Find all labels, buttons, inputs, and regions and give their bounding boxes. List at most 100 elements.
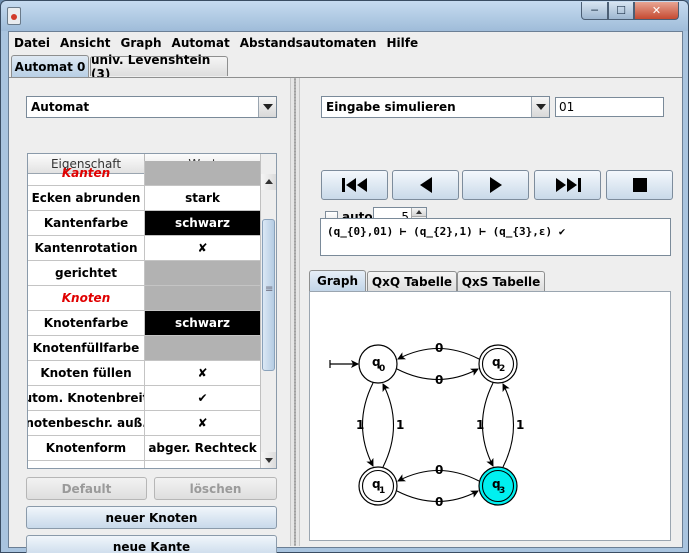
transition-edge[interactable] [397,347,480,360]
transition-edge[interactable] [502,383,515,468]
state-node-q2[interactable]: q2 [478,344,518,384]
property-value[interactable]: ✘ [145,236,261,260]
property-name[interactable]: Knotenfarbe [28,311,145,335]
property-name[interactable]: Kantenrotation [28,236,145,260]
stop-button[interactable] [606,170,673,200]
property-value[interactable]: abger. Rechteck [145,436,261,460]
property-name[interactable]: Knotenform [28,436,145,460]
skip-to-start-icon [341,178,367,192]
chevron-down-icon[interactable] [258,97,276,117]
state-node-q1[interactable]: q1 [358,466,398,506]
tab-graph[interactable]: Graph [309,270,366,291]
table-row[interactable]: Knotenfüllfarbe [28,336,261,361]
property-value[interactable]: stark [145,186,261,210]
table-row[interactable]: gerichtet [28,261,261,286]
transition-edge[interactable] [382,383,395,468]
new-node-button[interactable]: neuer Knoten [26,506,277,529]
state-label-subscript: 3 [499,486,505,496]
object-select[interactable]: Automat [26,96,277,118]
split-pane-divider[interactable] [290,78,300,546]
tab-qxs-tabelle[interactable]: QxS Tabelle [457,271,545,291]
table-row[interactable]: Knoten [28,286,261,311]
step-forward-button[interactable] [462,170,529,200]
property-name[interactable]: Knotenfüllfarbe [28,336,145,360]
property-value[interactable] [145,261,261,285]
menu-hilfe[interactable]: Hilfe [386,35,419,50]
to-start-button[interactable] [321,170,388,200]
table-row[interactable]: Knoten füllen✘ [28,361,261,386]
state-circle[interactable] [478,344,518,384]
to-end-button[interactable] [534,170,601,200]
property-name[interactable]: Kanten [28,161,145,185]
menu-datei[interactable]: Datei [14,35,51,50]
scroll-down-icon[interactable] [261,452,276,468]
new-edge-button[interactable]: neue Kante [26,535,277,553]
transition-edge[interactable] [397,469,480,482]
transition-edge[interactable] [481,382,494,467]
state-label: q [372,477,381,491]
property-name[interactable]: Ecken abrunden [28,186,145,210]
spin-up-icon[interactable] [411,208,426,217]
transition-edge[interactable] [396,490,479,503]
property-value[interactable] [145,286,261,310]
menu-abstandsautomaten[interactable]: Abstandsautomaten [239,35,377,50]
state-circle[interactable] [358,466,398,506]
tab-qxq-tabelle[interactable]: QxQ Tabelle [367,271,457,291]
table-row[interactable]: autom. Knotenbreite✔ [28,386,261,411]
property-value[interactable] [145,336,261,360]
scrollbar-thumb[interactable] [262,219,275,371]
delete-button[interactable]: löschen [154,477,277,500]
table-scrollbar[interactable] [260,154,276,468]
default-button[interactable]: Default [26,477,147,500]
menu-automat[interactable]: Automat [171,35,230,50]
property-value[interactable]: schwarz [145,211,261,235]
property-value[interactable]: ✘ [145,411,261,435]
tab-automat-0[interactable]: Automat 0 [11,55,89,77]
minimize-button[interactable]: ─ [581,2,608,20]
state-label: q [372,355,381,369]
tab-univ-levenshtein[interactable]: univ. Levenshtein (3) [90,53,228,81]
menu-graph[interactable]: Graph [120,35,162,50]
menu-ansicht[interactable]: Ansicht [60,35,111,50]
transition-label: 1 [396,418,404,432]
property-value[interactable] [145,461,261,468]
transition-edge[interactable] [361,382,374,467]
property-value[interactable]: ✔ [145,386,261,410]
chevron-down-icon[interactable] [531,97,549,117]
table-row[interactable]: Knotenbeschr. auß...✘ [28,411,261,436]
state-circle[interactable] [478,466,518,506]
state-node-q3[interactable]: q3 [478,466,518,506]
property-name[interactable] [28,461,145,468]
property-value[interactable] [145,161,261,185]
mode-select[interactable]: Eingabe simulieren [321,96,550,118]
client-area: Datei Ansicht Graph Automat Abstandsauto… [8,31,683,553]
property-name[interactable]: Knoten [28,286,145,310]
property-name[interactable]: gerichtet [28,261,145,285]
property-value[interactable]: schwarz [145,311,261,335]
table-row[interactable] [28,461,261,468]
table-row[interactable]: Kantenrotation✘ [28,236,261,261]
maximize-button[interactable]: ☐ [608,2,634,20]
transition-edge[interactable] [396,368,479,381]
property-name[interactable]: Knotenbeschr. auß... [28,411,145,435]
state-circle[interactable] [358,344,398,384]
scroll-up-icon[interactable] [261,174,276,190]
state-node-q0[interactable]: q0 [358,344,398,384]
property-name[interactable]: Kantenfarbe [28,211,145,235]
title-bar[interactable]: ─ ☐ ✕ [1,1,688,31]
property-name[interactable]: Knoten füllen [28,361,145,385]
property-name[interactable]: autom. Knotenbreite [28,386,145,410]
close-button[interactable]: ✕ [634,2,679,20]
step-back-button[interactable] [392,170,459,200]
table-row[interactable]: Kanten [28,161,261,186]
property-value[interactable]: ✘ [145,361,261,385]
word-input[interactable]: 01 [555,97,664,117]
